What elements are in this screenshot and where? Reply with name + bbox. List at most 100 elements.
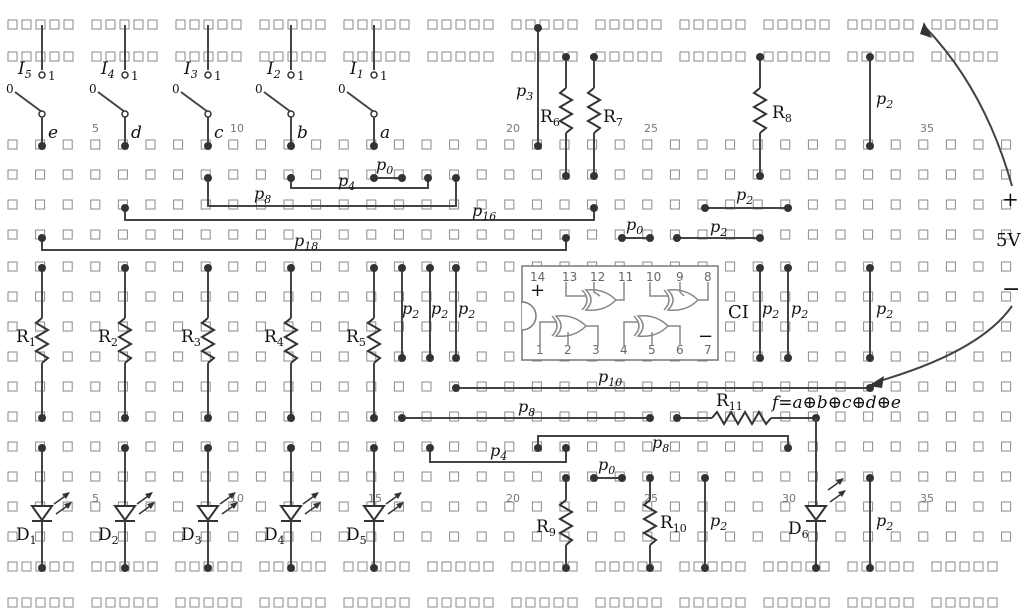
breadboard-hole bbox=[421, 381, 432, 392]
switch-label: I4 bbox=[100, 59, 115, 81]
breadboard-hole bbox=[35, 291, 46, 302]
breadboard-hole bbox=[553, 561, 564, 572]
breadboard-hole bbox=[7, 199, 18, 210]
switch-i2[interactable]: I2 1 0 b bbox=[255, 25, 308, 150]
breadboard-hole bbox=[449, 501, 460, 512]
breadboard-hole bbox=[421, 471, 432, 482]
breadboard-hole bbox=[476, 321, 487, 332]
breadboard-hole bbox=[203, 597, 214, 608]
switch-on-label: 1 bbox=[48, 69, 56, 83]
wire-p0-low: p0 bbox=[590, 455, 626, 482]
breadboard-hole bbox=[393, 381, 404, 392]
breadboard-hole bbox=[62, 531, 73, 542]
breadboard-hole bbox=[255, 441, 266, 452]
breadboard-hole bbox=[145, 199, 156, 210]
breadboard-hole bbox=[283, 531, 294, 542]
breadboard-hole bbox=[119, 597, 130, 608]
breadboard-hole bbox=[371, 51, 382, 62]
breadboard-hole bbox=[35, 19, 46, 30]
breadboard-hole bbox=[918, 501, 929, 512]
wire-label: p8 bbox=[518, 397, 535, 419]
breadboard-hole bbox=[973, 169, 984, 180]
breadboard-hole bbox=[763, 19, 774, 30]
breadboard-hole bbox=[173, 351, 184, 362]
switch-off-label: 0 bbox=[338, 82, 346, 96]
breadboard-hole bbox=[7, 411, 18, 422]
breadboard-hole bbox=[35, 51, 46, 62]
breadboard-hole bbox=[117, 321, 128, 332]
breadboard-hole bbox=[393, 321, 404, 332]
breadboard-hole bbox=[931, 19, 942, 30]
resistor-label: R2 bbox=[98, 327, 118, 349]
input-label: c bbox=[214, 123, 224, 143]
breadboard-hole bbox=[255, 321, 266, 332]
breadboard-hole bbox=[255, 229, 266, 240]
breadboard-hole bbox=[366, 471, 377, 482]
breadboard-hole bbox=[90, 199, 101, 210]
breadboard-hole bbox=[945, 139, 956, 150]
switch-label: I1 bbox=[349, 59, 364, 81]
breadboard-hole bbox=[791, 597, 802, 608]
breadboard-hole bbox=[7, 229, 18, 240]
breadboard-hole bbox=[890, 441, 901, 452]
breadboard-hole bbox=[427, 597, 438, 608]
switch-i3[interactable]: I3 1 0 c bbox=[172, 25, 224, 150]
breadboard-hole bbox=[889, 597, 900, 608]
breadboard-hole bbox=[609, 597, 620, 608]
breadboard-hole bbox=[228, 441, 239, 452]
breadboard-hole bbox=[973, 471, 984, 482]
breadboard-hole bbox=[525, 19, 536, 30]
switch-i4[interactable]: I4 1 0 d bbox=[89, 25, 142, 150]
breadboard-hole bbox=[918, 351, 929, 362]
breadboard-hole bbox=[890, 169, 901, 180]
breadboard-hole bbox=[945, 169, 956, 180]
column-number: 35 bbox=[920, 492, 934, 505]
breadboard-hole bbox=[476, 441, 487, 452]
breadboard-hole bbox=[863, 229, 874, 240]
breadboard-hole bbox=[973, 441, 984, 452]
switch-i5[interactable]: I5 1 0 e bbox=[6, 25, 58, 150]
breadboard-hole bbox=[642, 381, 653, 392]
breadboard-hole bbox=[669, 531, 680, 542]
breadboard-hole bbox=[1001, 199, 1012, 210]
breadboard-hole bbox=[763, 597, 774, 608]
breadboard-hole bbox=[21, 561, 32, 572]
breadboard-hole bbox=[863, 411, 874, 422]
breadboard-hole bbox=[1001, 471, 1012, 482]
breadboard-hole bbox=[945, 411, 956, 422]
resistor-label: R9 bbox=[536, 517, 556, 539]
breadboard-hole bbox=[476, 411, 487, 422]
breadboard-hole bbox=[693, 597, 704, 608]
resistor-label: R1 bbox=[16, 327, 36, 349]
breadboard-hole bbox=[35, 597, 46, 608]
breadboard-hole bbox=[217, 19, 228, 30]
switch-i1[interactable]: I1 1 0 a bbox=[338, 25, 390, 150]
wire-label: p2 bbox=[876, 511, 893, 533]
breadboard-hole bbox=[189, 19, 200, 30]
breadboard-hole bbox=[62, 139, 73, 150]
breadboard-hole bbox=[890, 199, 901, 210]
breadboard-hole bbox=[587, 139, 598, 150]
resistor-r11: R11 bbox=[673, 391, 820, 426]
breadboard-hole bbox=[393, 441, 404, 452]
breadboard-hole bbox=[707, 597, 718, 608]
breadboard-hole bbox=[835, 381, 846, 392]
breadboard-hole bbox=[875, 51, 886, 62]
breadboard-hole bbox=[133, 561, 144, 572]
breadboard-hole bbox=[90, 261, 101, 272]
breadboard-hole bbox=[504, 169, 515, 180]
breadboard-hole bbox=[959, 597, 970, 608]
breadboard-hole bbox=[973, 291, 984, 302]
breadboard-hole bbox=[614, 139, 625, 150]
breadboard-hole bbox=[7, 19, 18, 30]
breadboard-hole bbox=[559, 411, 570, 422]
breadboard-hole bbox=[553, 51, 564, 62]
breadboard-hole bbox=[7, 139, 18, 150]
breadboard-hole bbox=[725, 321, 736, 332]
led-d6: D6 bbox=[788, 418, 846, 572]
breadboard-hole bbox=[531, 381, 542, 392]
breadboard-hole bbox=[903, 51, 914, 62]
breadboard-hole bbox=[147, 19, 158, 30]
breadboard-hole bbox=[173, 531, 184, 542]
breadboard-hole bbox=[469, 51, 480, 62]
